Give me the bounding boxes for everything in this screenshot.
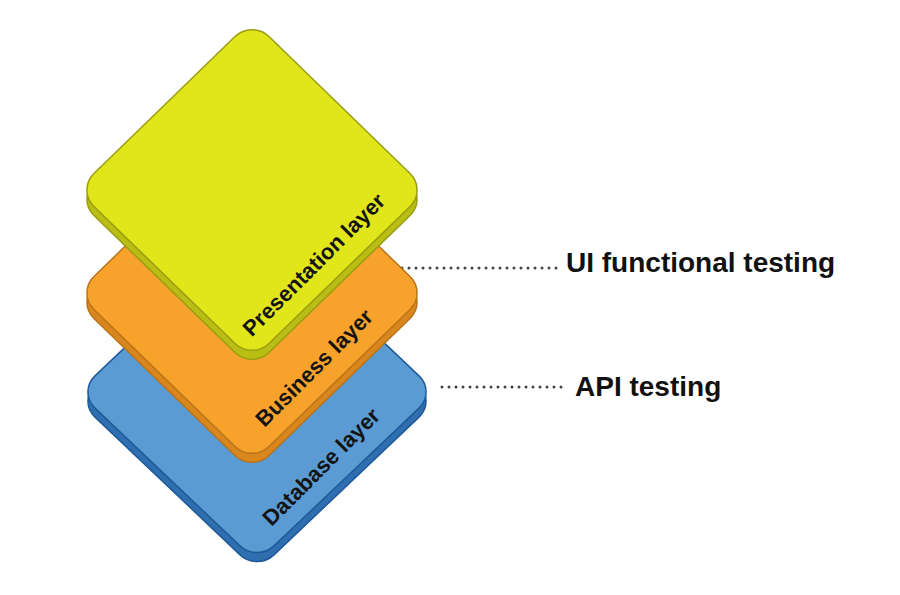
layer-face [78, 222, 436, 562]
layer-slab: Presentation layer [77, 20, 427, 370]
leader-line [402, 267, 558, 270]
test-type-label: UI functional testing [566, 246, 835, 280]
test-label-holder: API testing [575, 370, 721, 404]
test-label-holder: UI functional testing [566, 246, 835, 280]
test-type-label: API testing [575, 370, 721, 404]
leader-line [442, 386, 563, 389]
